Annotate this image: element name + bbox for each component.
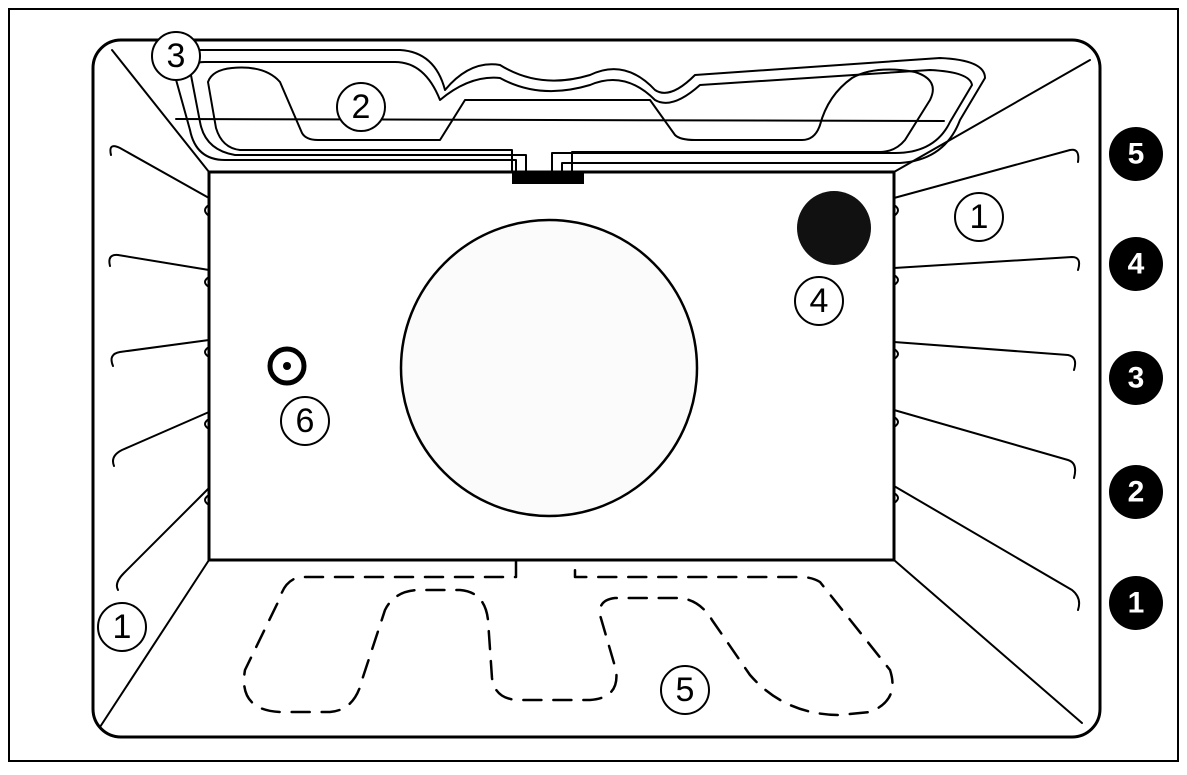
- callout-temperature-sensor-label: 6: [296, 402, 315, 440]
- oven-cavity-outline: [91, 38, 1102, 739]
- callout-side-runners-left-label: 1: [113, 608, 132, 646]
- top-heating-element-inner: [189, 61, 973, 173]
- oven-light-icon: [797, 191, 871, 265]
- callout-light-label: 4: [810, 282, 829, 320]
- callout-bottom-element: 5: [660, 665, 710, 715]
- callout-temperature-sensor: 6: [280, 396, 330, 446]
- grill-element: [207, 66, 934, 173]
- shelf-level-1: 1: [1109, 576, 1163, 630]
- callout-top-element-label: 3: [167, 37, 186, 75]
- callout-grill-element-label: 2: [352, 88, 371, 126]
- shelf-level-5: 5: [1109, 127, 1163, 181]
- left-shelf-runners: [108, 145, 210, 591]
- callout-side-runners-right: 1: [954, 192, 1004, 242]
- figure-frame: [8, 8, 1179, 762]
- terminal-block: [512, 172, 584, 184]
- callout-grill-element: 2: [336, 82, 386, 132]
- callout-light: 4: [794, 276, 844, 326]
- shelf-level-4: 4: [1109, 237, 1163, 291]
- shelf-level-2: 2: [1109, 465, 1163, 519]
- callout-top-element: 3: [151, 31, 201, 81]
- perspective-lines: [99, 49, 1091, 728]
- shelf-level-5-label: 5: [1128, 138, 1145, 171]
- shelf-level-3-label: 3: [1128, 362, 1145, 395]
- callout-side-runners-right-label: 1: [970, 198, 989, 236]
- callout-bottom-element-label: 5: [676, 671, 695, 709]
- shelf-level-3: 3: [1109, 351, 1163, 405]
- bottom-heating-element: [242, 558, 894, 717]
- grill-bar: [175, 118, 945, 122]
- callout-side-runners-left: 1: [97, 602, 147, 652]
- right-shelf-runners: [893, 148, 1081, 611]
- shelf-level-2-label: 2: [1128, 476, 1145, 509]
- fan-cover: [399, 218, 699, 518]
- temperature-sensor-icon: [267, 346, 307, 386]
- shelf-level-4-label: 4: [1128, 248, 1145, 281]
- shelf-level-1-label: 1: [1128, 587, 1145, 620]
